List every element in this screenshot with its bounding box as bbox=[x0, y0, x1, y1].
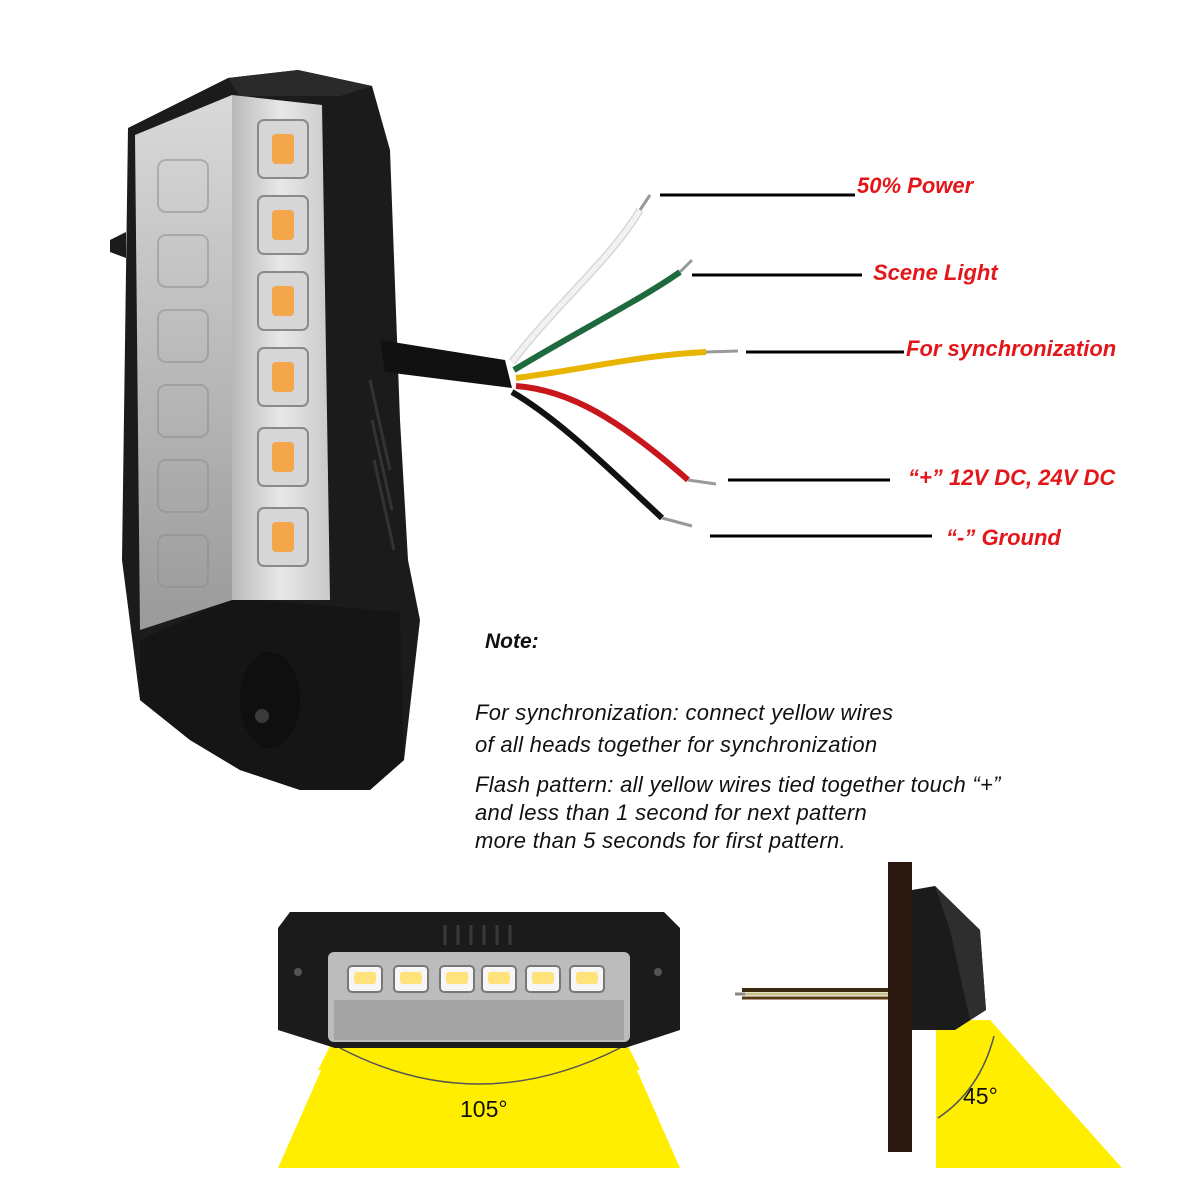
lens-reflectors bbox=[157, 159, 209, 588]
front-screw-right bbox=[654, 968, 662, 976]
front-leds bbox=[347, 965, 605, 993]
note-line: of all heads together for synchronizatio… bbox=[475, 732, 878, 757]
beam-side-arc bbox=[937, 1035, 995, 1119]
note-line: Flash pattern: all yellow wires tied tog… bbox=[475, 772, 1001, 797]
note-line: more than 5 seconds for first pattern. bbox=[475, 828, 846, 853]
beam-front-top bbox=[318, 1046, 640, 1070]
wire-label-synchronization: For synchronization bbox=[906, 336, 1117, 361]
led-amber bbox=[272, 286, 294, 316]
wire-green bbox=[512, 269, 682, 373]
cable-assembly bbox=[380, 194, 739, 528]
beam-side bbox=[936, 1020, 1122, 1168]
wire-label-scene-light: Scene Light bbox=[873, 260, 998, 285]
wire-yellow-tip bbox=[705, 349, 739, 354]
beam-angle-front: 105° bbox=[460, 1096, 508, 1122]
wire-label-positive: “+” 12V DC, 24V DC bbox=[908, 465, 1116, 490]
leader-lines bbox=[660, 193, 932, 538]
led-amber bbox=[272, 362, 294, 392]
beam-angle-side: 45° bbox=[963, 1083, 998, 1109]
light-head-main bbox=[110, 70, 420, 790]
wire-yellow bbox=[515, 349, 707, 381]
wire-white-core bbox=[510, 208, 643, 364]
wire-green-tip bbox=[678, 258, 694, 274]
note-title: Note: bbox=[485, 630, 539, 653]
wire-label-50pct-power: 50% Power bbox=[857, 173, 974, 198]
led-amber bbox=[272, 442, 294, 472]
mount-hole bbox=[255, 709, 269, 723]
side-view bbox=[735, 862, 1122, 1168]
beam-front bbox=[278, 1050, 680, 1168]
wire-black bbox=[510, 389, 665, 521]
beam-front-arc bbox=[339, 1047, 621, 1085]
led-cells bbox=[257, 119, 309, 567]
led-amber bbox=[272, 134, 294, 164]
led-amber bbox=[272, 210, 294, 240]
wire-white-tip bbox=[638, 194, 652, 211]
side-cable bbox=[735, 988, 888, 1000]
side-housing-shade bbox=[935, 886, 986, 1020]
wire-red bbox=[515, 383, 690, 483]
mounting-wall bbox=[888, 862, 912, 1152]
front-lens-lower bbox=[334, 1000, 624, 1040]
cable-sheath bbox=[380, 340, 512, 388]
front-vents bbox=[443, 925, 512, 945]
wire-black-tip bbox=[661, 516, 693, 528]
wire-label-ground: “-” Ground bbox=[946, 525, 1061, 550]
note-line: and less than 1 second for next pattern bbox=[475, 800, 868, 825]
housing-fins bbox=[368, 379, 396, 551]
front-view bbox=[278, 912, 680, 1168]
front-screw-left bbox=[294, 968, 302, 976]
mount-tab bbox=[110, 232, 126, 258]
led-amber bbox=[272, 522, 294, 552]
housing-top-edge bbox=[228, 70, 372, 96]
wire-red-tip bbox=[687, 478, 717, 486]
note-line: For synchronization: connect yellow wire… bbox=[475, 700, 894, 725]
mount-boss bbox=[240, 652, 300, 748]
